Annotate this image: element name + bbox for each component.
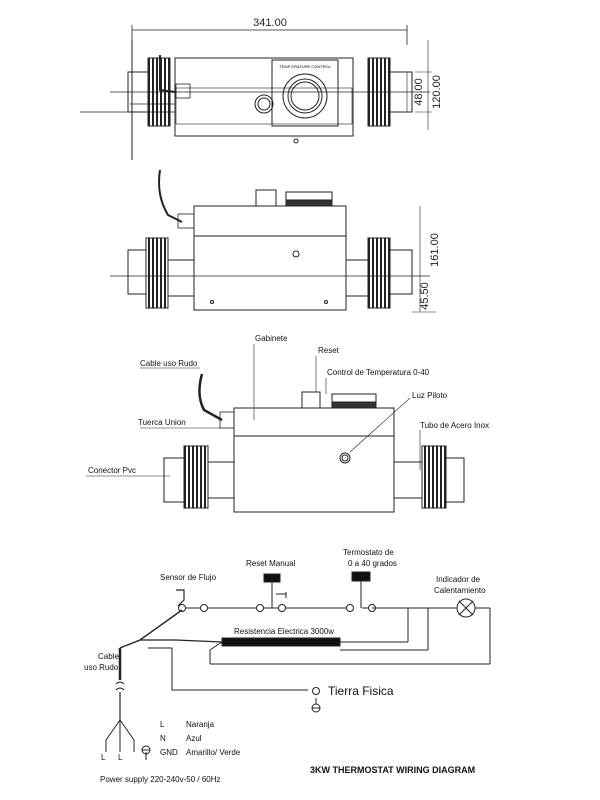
terminal-l: L (101, 753, 106, 762)
legend-desc-gnd: Amarillo/ Verde (186, 748, 241, 757)
label-sensor: Sensor de Flujo (160, 573, 217, 582)
label-conector: Conector Pvc (88, 466, 136, 475)
label-resistencia: Resistencia Electrica 3000w (234, 627, 334, 636)
dimension-width: 341.00 (253, 17, 287, 29)
wiring-diagram (105, 571, 491, 760)
label-cable-1: Cable (98, 652, 119, 661)
top-view (80, 25, 432, 160)
dimension-48: 48.00 (413, 78, 425, 106)
legend-code-gnd: GND (160, 748, 178, 757)
dimension-45: 45.50 (419, 282, 431, 310)
label-luz: Luz Piloto (412, 391, 448, 400)
label-tubo: Tubo de Acero Inox (420, 421, 489, 430)
label-reset: Reset (318, 346, 340, 355)
label-indicador-1: Indicador de (436, 575, 481, 584)
label-reset-manual: Reset Manual (246, 559, 296, 568)
label-control: Control de Temperatura 0-40 (327, 368, 430, 377)
label-termostato-2: 0 a 40 grados (348, 559, 397, 568)
legend-code-l: L (160, 720, 165, 729)
power-supply: Power supply 220-240v-50 / 60Hz (100, 775, 221, 784)
labeled-view (86, 344, 465, 513)
diagram-title: 3KW THERMOSTAT WIRING DIAGRAM (310, 765, 475, 775)
label-tuerca: Tuerca Union (138, 418, 186, 427)
legend-desc-l: Naranja (186, 720, 215, 729)
wire-legend: L Naranja N Azul GND Amarillo/ Verde (160, 720, 241, 757)
legend-desc-n: Azul (186, 734, 202, 743)
dimension-120: 120.00 (431, 75, 443, 109)
label-tierra-fisica: Tierra Fisica (328, 684, 394, 698)
side-view (110, 169, 436, 313)
dial-label: TEMP ERATURE CONTROL (279, 64, 331, 69)
label-indicador-2: Calentamiento (434, 586, 486, 595)
label-cable-2: uso Rudo (84, 663, 119, 672)
dimension-161: 161.00 (429, 233, 441, 267)
label-cable: Cable uso Rudo (140, 359, 198, 368)
legend-code-n: N (160, 734, 166, 743)
label-gabinete: Gabinete (255, 334, 288, 343)
terminal-n: L (118, 753, 123, 762)
label-termostato-1: Termostato de (343, 548, 394, 557)
